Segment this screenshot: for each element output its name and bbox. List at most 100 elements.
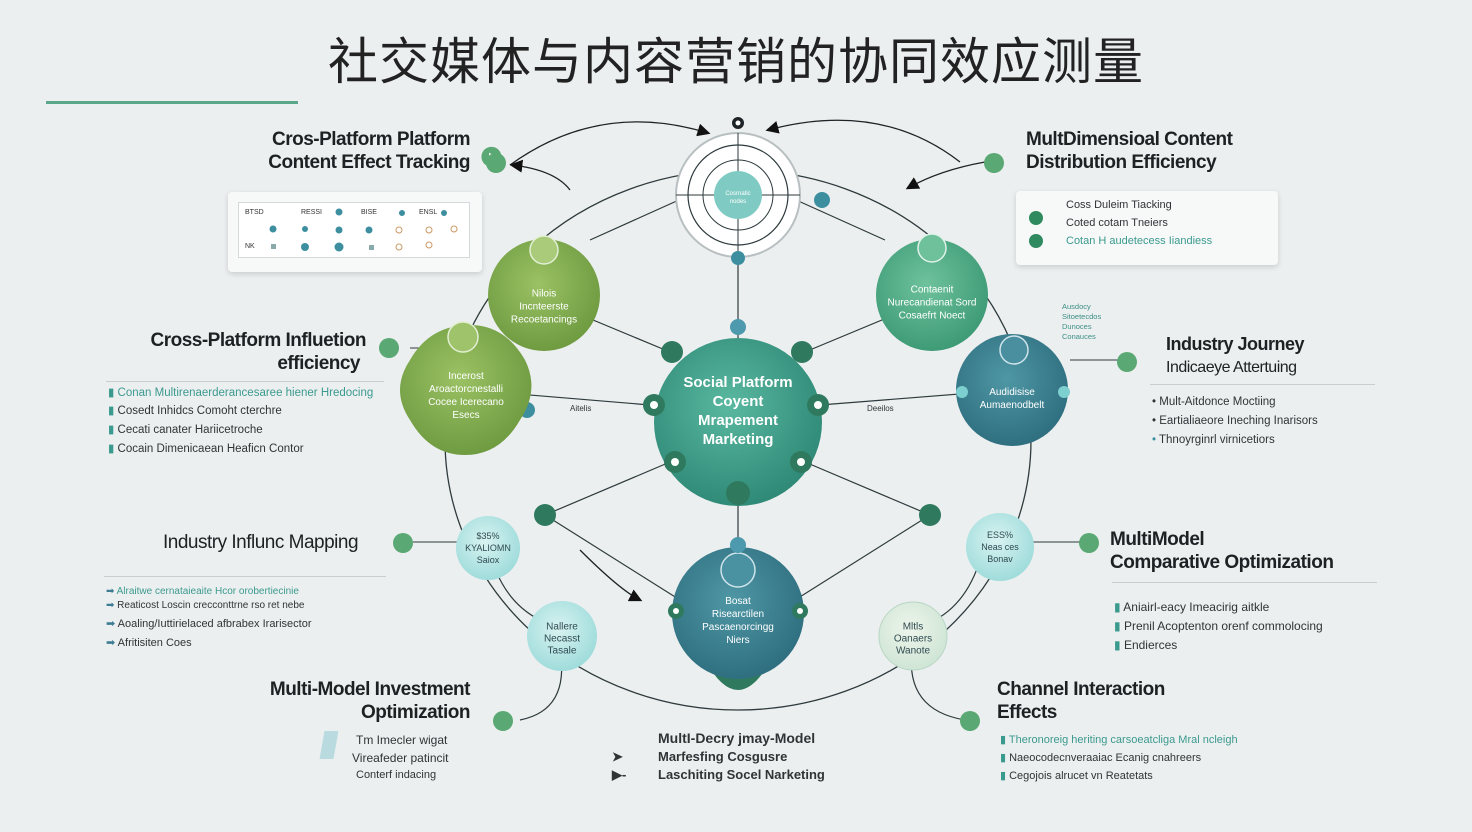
right-upper-node[interactable] (876, 233, 988, 351)
list-item: Tm Imecler wigat (356, 733, 448, 747)
top-target-node[interactable] (675, 117, 801, 265)
center-node[interactable] (654, 319, 822, 506)
divider (1112, 582, 1377, 583)
small-left-lower-node[interactable] (527, 601, 597, 671)
mini-table-header: BTSD (245, 209, 264, 216)
small-left-lower-node-label: Necasst (544, 634, 580, 645)
bottom-node-label: Niers (726, 635, 749, 646)
list-item: ▮ Prenil Acoptenton orenf commolocing (1114, 619, 1323, 633)
center-node-label: Coyent (713, 393, 764, 410)
left-upper-node[interactable] (488, 235, 600, 351)
small-right-lower-node-label: Mltls (903, 622, 924, 633)
list-item: ▮ Conan Multirenaerderancesaree hiener H… (108, 387, 374, 399)
left-upper-node-label: Incnteerste (519, 302, 569, 313)
list-item: ➡ Afritisiten Coes (106, 637, 192, 649)
top-node-label: Cosrnatic (725, 191, 750, 197)
small-right-upper-node-label: ESS% (987, 530, 1013, 540)
mini-table-header: RESSI (301, 209, 323, 216)
small-left-upper-node-label: $35% (476, 531, 499, 541)
small-left-upper-node[interactable] (456, 516, 520, 580)
list-item: • Eartialiaeore Ineching Inarisors (1152, 415, 1318, 427)
list-item: • Mult-Aitdonce Moctiing (1152, 396, 1276, 408)
small-right-upper-node-label: Neas ces (981, 542, 1019, 552)
top-node-label: nodes (730, 199, 746, 205)
left-mid-node-label: Esecs (452, 410, 479, 421)
left-mid-node-label: Aroactorcnestalli (429, 384, 503, 395)
card-item: Cotan H audetecess Iiandiess (1066, 235, 1213, 247)
left-upper-node-label: Recoetancings (511, 315, 577, 326)
divider (104, 576, 386, 577)
heading-lower-left: Industry Influnc Mapping (163, 532, 359, 553)
list-item: ▮ Cocain Dimenicaean Heaficn Contor (108, 443, 304, 455)
bottom-node-label: Bosat (725, 596, 751, 607)
bottom-node-label: Pascaenorcingg (702, 622, 774, 633)
side-label-left: Aitelis (570, 404, 592, 413)
left-mid-node-label: Incerost (448, 371, 484, 382)
small-left-upper-node-label: KYALIOMN (465, 543, 511, 553)
card-item: Coted cotam Tneiers (1066, 217, 1168, 229)
mini-table-cell: NK (245, 243, 255, 250)
left-mid-node-label: Cocee Icerecano (428, 397, 504, 408)
small-left-lower-node-label: Nallere (546, 622, 578, 633)
leaf-markers (379, 146, 1137, 731)
center-node-label: Social Platform (683, 374, 792, 391)
list-item: ➡ Alraitwe cernataieaite Hcor orobertiec… (106, 586, 299, 597)
center-node-label: Marketing (703, 431, 774, 448)
right-mid-node-label: Aumaenodbelt (980, 400, 1045, 411)
right-upper-node-label: Nurecandienat Sord (888, 298, 977, 309)
bottom-node-label: Risearctilen (712, 609, 764, 620)
distribution-card: Coss Duleim Tiacking Coted cotam Tneiers… (1016, 191, 1278, 265)
list-item: ➡ Reaticost Loscin crecconttrne rso ret … (106, 600, 305, 611)
status-dot (1029, 234, 1043, 248)
center-satellite-dots (519, 192, 941, 526)
list-item: ➤Marfesfing Cosgusre (612, 749, 788, 764)
list-item: ▮ Endierces (1114, 638, 1178, 652)
list-item: ➡ Aoaling/Iuttirielaced afbrabex Irarise… (106, 618, 312, 630)
small-right-upper-node[interactable] (966, 513, 1034, 581)
left-mid-node[interactable] (400, 321, 532, 455)
list-item: ▮ Cegojois alrucet vn Reatetats (1000, 770, 1153, 782)
right-mid-node[interactable] (956, 334, 1070, 446)
small-left-upper-node-label: Saiox (477, 555, 500, 565)
list-item: Conterf indacing (356, 769, 437, 781)
list-item: Vireafeder patincit (352, 751, 449, 765)
status-dot (1029, 211, 1043, 225)
list-item: ▶-Laschiting Socel Narketing (612, 767, 825, 782)
right-upper-node-label: Contaenit (911, 285, 954, 296)
mini-table-header: ENSL (419, 209, 438, 216)
list-item: ▮ Cosedt Inhidcs Comoht cterchre (108, 405, 282, 417)
center-node-label: Mrapement (698, 412, 778, 429)
page-title: 社交媒体与内容营销的协同效应测量 (328, 33, 1144, 91)
title-underline (46, 101, 298, 104)
list-item: ▮ Aniairl-eacy Imeacirig aitkle (1114, 600, 1270, 614)
list-item: ▮ Theronoreig heriting carsoeatcliga Mra… (1000, 734, 1238, 746)
flow-arrows (509, 119, 986, 602)
right-mid-node-label: Audidisise (989, 387, 1035, 398)
right-upper-node-label: Cosaefrt Noect (899, 311, 966, 322)
list-item: ▮ Cecati canater Hariicetroche (108, 424, 263, 436)
bottom-node[interactable] (668, 537, 808, 690)
divider (1150, 384, 1375, 385)
divider (106, 381, 384, 382)
list-item: ▮ Naeocodecnveraaiac Ecanig cnahreers (1000, 752, 1202, 764)
small-right-upper-node-label: Bonav (987, 554, 1013, 564)
side-label-right: Deeilos (867, 404, 894, 413)
mini-table-icons (269, 208, 458, 252)
small-right-lower-node-label: Wanote (896, 646, 931, 657)
small-right-lower-node[interactable] (878, 601, 948, 671)
list-item: MultI-Decry jmay-Model (658, 730, 816, 746)
card-item: Coss Duleim Tiacking (1066, 199, 1172, 211)
tracking-table-card: BTSD RESSI BISE ENSL NK (228, 192, 482, 272)
mini-table: BTSD RESSI BISE ENSL NK (238, 202, 470, 258)
mini-table-header: BISE (361, 209, 377, 216)
